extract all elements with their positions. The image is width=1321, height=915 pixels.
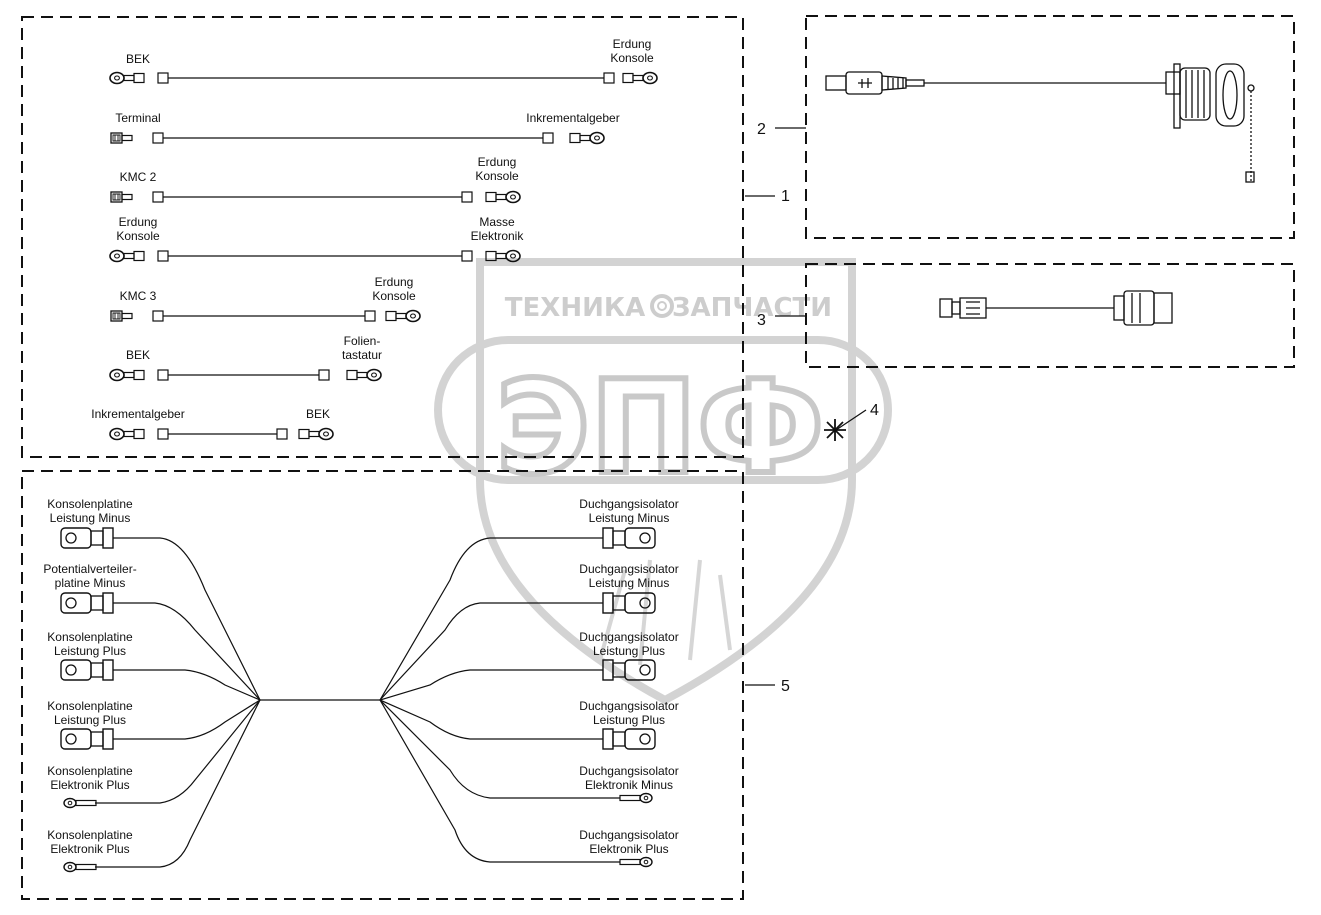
usb-socket-icon (1165, 63, 1255, 183)
g5-right-1-label-1: Duchgangsisolator (579, 497, 678, 511)
g5-right-6-label-1: Duchgangsisolator (579, 828, 678, 842)
g5-right-3-label-1: Duchgangsisolator (579, 630, 678, 644)
g5-right-2-label-1: Duchgangsisolator (579, 562, 678, 576)
frame-group-5 (21, 470, 744, 900)
callout-3: 3 (757, 312, 766, 329)
callout-5: 5 (781, 678, 790, 695)
g5-left-6-label-2: Elektronik Plus (50, 842, 129, 856)
g5-right-6-label-2: Elektronik Plus (589, 842, 668, 856)
g1-row4-left-label-1: Erdung (119, 215, 158, 229)
callout-1: 1 (781, 188, 790, 205)
watermark-text-right: ЗАПЧАСТИ (672, 293, 832, 323)
g1-row4-right-label-2: Elektronik (471, 229, 525, 243)
watermark-text-left: ТЕХНИКА (505, 293, 645, 323)
g1-row5-right-label-2: Konsole (372, 289, 416, 303)
g1-row2-right-label: Inkrementalgeber (526, 111, 619, 125)
g5-right-5-label-1: Duchgangsisolator (579, 764, 678, 778)
connector-socket-icon (1113, 290, 1173, 326)
frame-group-2 (805, 15, 1295, 239)
gear-icon (650, 294, 674, 318)
g1-row1-right-label-2: Konsole (610, 51, 654, 65)
g1-row3-right-label-2: Konsole (475, 169, 519, 183)
callout-leaders (745, 127, 867, 686)
g5-right-2-label-2: Leistung Minus (589, 576, 670, 590)
g1-row6-right-label-1: Folien- (344, 334, 381, 348)
g5-left-6-label-1: Konsolenplatine (47, 828, 133, 842)
asterisk-icon (824, 419, 846, 441)
g5-left-1-label-2: Leistung Minus (50, 511, 131, 525)
g5-left-4-label-2: Leistung Plus (54, 713, 126, 727)
g5-left-4-label-1: Konsolenplatine (47, 699, 133, 713)
g5-left-3-label-2: Leistung Plus (54, 644, 126, 658)
g5-right-3-label-2: Leistung Plus (593, 644, 665, 658)
g5-left-2-label-2: platine Minus (55, 576, 126, 590)
callout-4: 4 (870, 402, 879, 419)
harness-wires (60, 527, 656, 873)
usb-cable (825, 63, 1255, 183)
g1-row4-right-label-1: Masse (479, 215, 515, 229)
watermark-logo: ТЕХНИКА ЗАПЧАСТИ ЭПФ (434, 258, 892, 705)
g1-row6-right-label-2: tastatur (342, 348, 382, 362)
watermark-big-text: ЭПФ (496, 354, 824, 503)
g5-left-5-label-2: Elektronik Plus (50, 778, 129, 792)
g5-right-4-label-2: Leistung Plus (593, 713, 665, 727)
g5-right-1-label-2: Leistung Minus (589, 511, 670, 525)
g1-row3-right-label-1: Erdung (478, 155, 517, 169)
g1-row2-left-label: Terminal (115, 111, 160, 125)
g1-row1-left-label: BEK (126, 52, 150, 66)
g5-left-2-label-1: Potentialverteiler- (43, 562, 136, 576)
adapter-cable (939, 290, 1173, 326)
g1-row3-left-label: KMC 2 (120, 170, 157, 184)
g5-right-5-label-2: Elektronik Minus (585, 778, 673, 792)
g1-row7-right-label: BEK (306, 407, 330, 421)
g1-row5-right-label-1: Erdung (375, 275, 414, 289)
callout-2: 2 (757, 121, 766, 138)
g1-row7-left-label: Inkrementalgeber (91, 407, 184, 421)
connector-plug-icon (939, 297, 987, 319)
group-1-cables (109, 71, 658, 441)
g5-left-3-label-1: Konsolenplatine (47, 630, 133, 644)
g5-left-1-label-1: Konsolenplatine (47, 497, 133, 511)
g5-left-5-label-1: Konsolenplatine (47, 764, 133, 778)
g5-right-4-label-1: Duchgangsisolator (579, 699, 678, 713)
frame-group-3 (805, 263, 1295, 368)
g1-row6-left-label: BEK (126, 348, 150, 362)
g1-row5-left-label: KMC 3 (120, 289, 157, 303)
usb-plug-icon (825, 71, 925, 95)
frame-group-1 (21, 16, 744, 458)
g1-row1-right-label-1: Erdung (613, 37, 652, 51)
g1-row4-left-label-2: Konsole (116, 229, 160, 243)
